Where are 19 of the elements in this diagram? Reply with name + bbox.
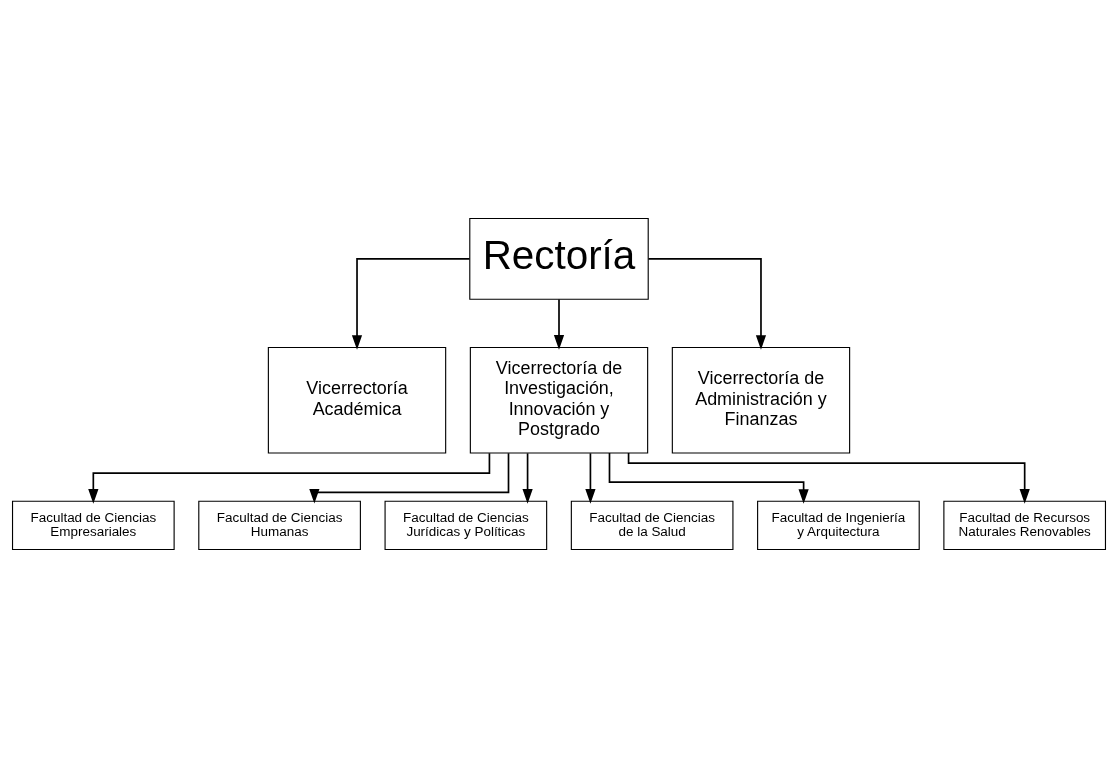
arrow [522, 452, 533, 504]
node-box: Facultad de Ciencias Jurídicas y Políticas [384, 500, 548, 550]
node-box: Facultad de Ciencias Empresariales [11, 500, 175, 550]
node-box: Facultad de Recursos Naturales Renovables [943, 500, 1107, 550]
node-box: Facultad de Ciencias Humanas [198, 500, 361, 550]
arrow [627, 451, 1030, 504]
node-box: Vicerrectoría de Investigación, Innovación y Postgrado [469, 346, 649, 454]
arrow [585, 452, 596, 504]
arrow [553, 298, 565, 350]
node-box: Rectoría [469, 217, 649, 300]
arrow [351, 257, 471, 350]
arrow [88, 451, 491, 504]
arrow [608, 451, 809, 504]
arrow [647, 257, 767, 350]
node-box: Facultad de Ciencias de la Salud [570, 500, 734, 550]
node-box: Vicerrectoría de Administración y Finanzas [671, 346, 851, 454]
node-box: Vicerrectoría Académica [267, 346, 447, 454]
arrow [309, 451, 510, 504]
node-box: Facultad de Ingeniería y Arquitectura [757, 500, 920, 550]
